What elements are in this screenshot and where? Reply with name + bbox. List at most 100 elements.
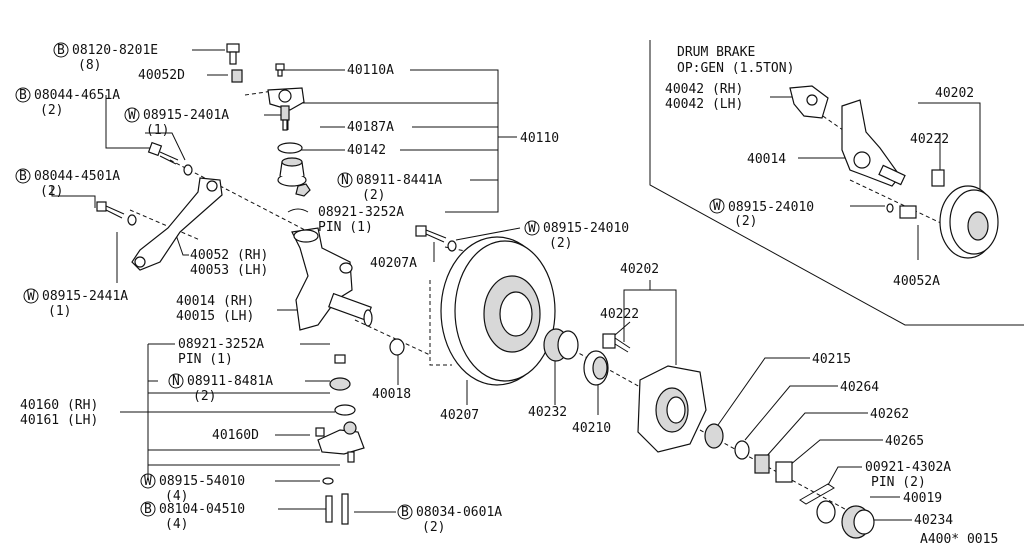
part-number-label: 40160D	[212, 428, 259, 443]
bolt-symbol-letter: B	[19, 88, 27, 103]
part-number-label: 08044-4501A	[34, 169, 120, 184]
part-number-label: 40142	[347, 143, 386, 158]
part-number-label: 08915-54010	[159, 474, 245, 489]
brake-disc-icon	[440, 236, 556, 386]
inset-stud-40222-icon	[931, 169, 945, 187]
pin-label: PIN (1)	[318, 220, 373, 235]
bolt-symbol-letter: B	[401, 505, 409, 520]
quantity-label: (2)	[362, 188, 385, 203]
part-number-label: 08911-8481A	[187, 374, 273, 389]
quantity-label: (1)	[48, 304, 71, 319]
part-number-label: 40215	[812, 352, 851, 367]
quantity-label: (8)	[78, 58, 101, 73]
part-number-label: 40042 (LH)	[665, 97, 743, 112]
part-number-label: 00921-4302A	[865, 460, 951, 475]
part-number-label: 08034-0601A	[416, 505, 502, 520]
part-number-label: 40161 (LH)	[20, 413, 98, 428]
part-number-label: 40160 (RH)	[20, 398, 98, 413]
part-number-label: 40222	[600, 307, 639, 322]
quantity-label: (4)	[165, 489, 188, 504]
inset-bracket-40042-icon	[789, 85, 829, 119]
part-number-label: 08915-24010	[728, 200, 814, 215]
washer-symbol	[709, 198, 725, 214]
part-number-label: 08915-2441A	[42, 289, 128, 304]
part-number-label: 40264	[840, 380, 879, 395]
washer-08915-2401a-icon	[183, 164, 193, 176]
part-number-label: 40210	[572, 421, 611, 436]
inset-bolt-40052a-icon	[899, 205, 917, 219]
figure-code: A400* 0015	[920, 532, 998, 547]
pin-label: PIN (2)	[871, 475, 926, 490]
washer-symbol	[524, 220, 540, 236]
washer-symbol-letter: W	[144, 474, 152, 489]
bolt-symbol	[140, 501, 156, 517]
quantity-label: (1)	[146, 123, 169, 138]
part-number-label: 40042 (RH)	[665, 82, 743, 97]
inset-hub-40202-icon	[939, 185, 999, 259]
washer-08915-24010-icon	[447, 240, 457, 252]
bolt-symbol	[15, 168, 31, 184]
part-number-label: 40262	[870, 407, 909, 422]
inset-frame	[649, 40, 1024, 326]
part-number-label: 40014	[747, 152, 786, 167]
bolt-symbol-letter: B	[144, 502, 152, 517]
part-number-label: 08915-24010	[543, 221, 629, 236]
part-number-label: 40265	[885, 434, 924, 449]
bolt-40110a-icon	[275, 63, 285, 77]
washer-symbol	[23, 288, 39, 304]
cap-40265-icon	[775, 461, 793, 483]
bolt-08044-4501a-icon	[96, 201, 125, 219]
washer-symbol-letter: W	[713, 199, 721, 214]
bolt-symbol-letter: B	[57, 43, 65, 58]
part-number-label: 40202	[935, 86, 974, 101]
washer-symbol-letter: W	[27, 289, 35, 304]
part-number-label: 40187A	[347, 120, 394, 135]
part-number-label: 08120-8201E	[72, 43, 158, 58]
part-number-label: 40207	[440, 408, 479, 423]
nut-symbol-letter: N	[172, 374, 180, 389]
part-number-label: 40202	[620, 262, 659, 277]
part-number-label: 40234	[914, 513, 953, 528]
part-number-label: 40019	[903, 491, 942, 506]
lower-ball-joint-icon	[315, 354, 365, 463]
bolt-08120-icon	[226, 43, 240, 65]
washer-symbol	[124, 107, 140, 123]
bearing-40232-icon	[543, 328, 579, 362]
washer-08915-2441a-icon	[127, 214, 137, 226]
washer-symbol	[140, 473, 156, 489]
part-number-label: 40015 (LH)	[176, 309, 254, 324]
part-number-label: 08044-4651A	[34, 88, 120, 103]
part-number-label: 08104-04510	[159, 502, 245, 517]
nut-08911-icon	[295, 183, 311, 197]
stud-40222-icon	[602, 333, 631, 353]
hub-40202-icon	[637, 365, 707, 453]
bolt-08034-icon	[341, 493, 349, 525]
bolt-08044-4651a-icon	[147, 141, 179, 165]
nut-symbol	[168, 373, 184, 389]
part-number-label: 40052D	[138, 68, 185, 83]
part-number-label: 08915-2401A	[143, 108, 229, 123]
nut-symbol-letter: N	[341, 173, 349, 188]
part-number-label: 08921-3252A	[318, 205, 404, 220]
part-number-label: 08921-3252A	[178, 337, 264, 352]
nut-40052d-icon	[231, 69, 243, 83]
quantity-label: (2)	[40, 184, 63, 199]
labels: B B W B N W N W B B W W 08120-8201E (8) …	[15, 42, 998, 547]
bolt-40207a-icon	[415, 225, 447, 243]
washer-40264-icon	[734, 440, 750, 460]
washer-symbol-letter: W	[128, 108, 136, 123]
inset-washer-icon	[886, 203, 894, 213]
part-number-label: 40110A	[347, 63, 394, 78]
bearing-40215-icon	[704, 423, 724, 449]
spacer-40018-icon	[389, 338, 405, 356]
bolt-symbol	[53, 42, 69, 58]
inset-knuckle-40014-icon	[841, 99, 906, 187]
nut-symbol	[337, 172, 353, 188]
o-ring-40019-icon	[816, 500, 836, 524]
part-number-label: 40222	[910, 132, 949, 147]
bolt-symbol-letter: B	[19, 169, 27, 184]
quantity-label: (2)	[734, 214, 757, 229]
pin-08921-icon	[287, 208, 309, 213]
part-number-label: 40018	[372, 387, 411, 402]
